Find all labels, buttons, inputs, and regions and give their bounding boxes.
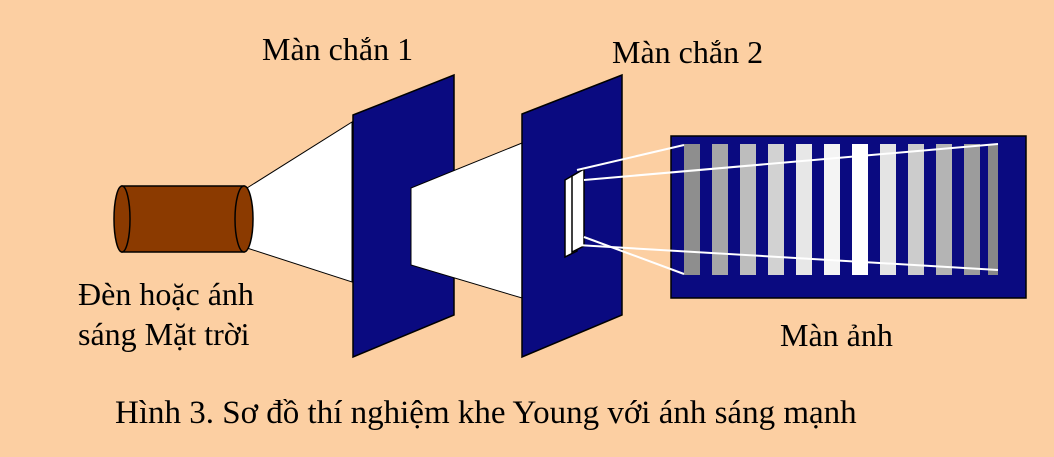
light-source-label-line1: Đèn hoặc ánh — [78, 276, 254, 312]
figure-caption: Hình 3. Sơ đồ thí nghiệm khe Young với á… — [115, 395, 857, 431]
light-source-label-line2: sáng Mặt trời — [78, 316, 250, 352]
screen-1-label: Màn chắn 1 — [262, 31, 414, 67]
interference-fringes — [684, 144, 998, 275]
screen-1 — [352, 73, 455, 359]
screen-2-label: Màn chắn 2 — [612, 34, 764, 70]
light-rays — [576, 143, 999, 275]
lamp — [113, 185, 254, 253]
double-slit — [564, 167, 585, 259]
image-screen-label: Màn ảnh — [780, 317, 893, 353]
